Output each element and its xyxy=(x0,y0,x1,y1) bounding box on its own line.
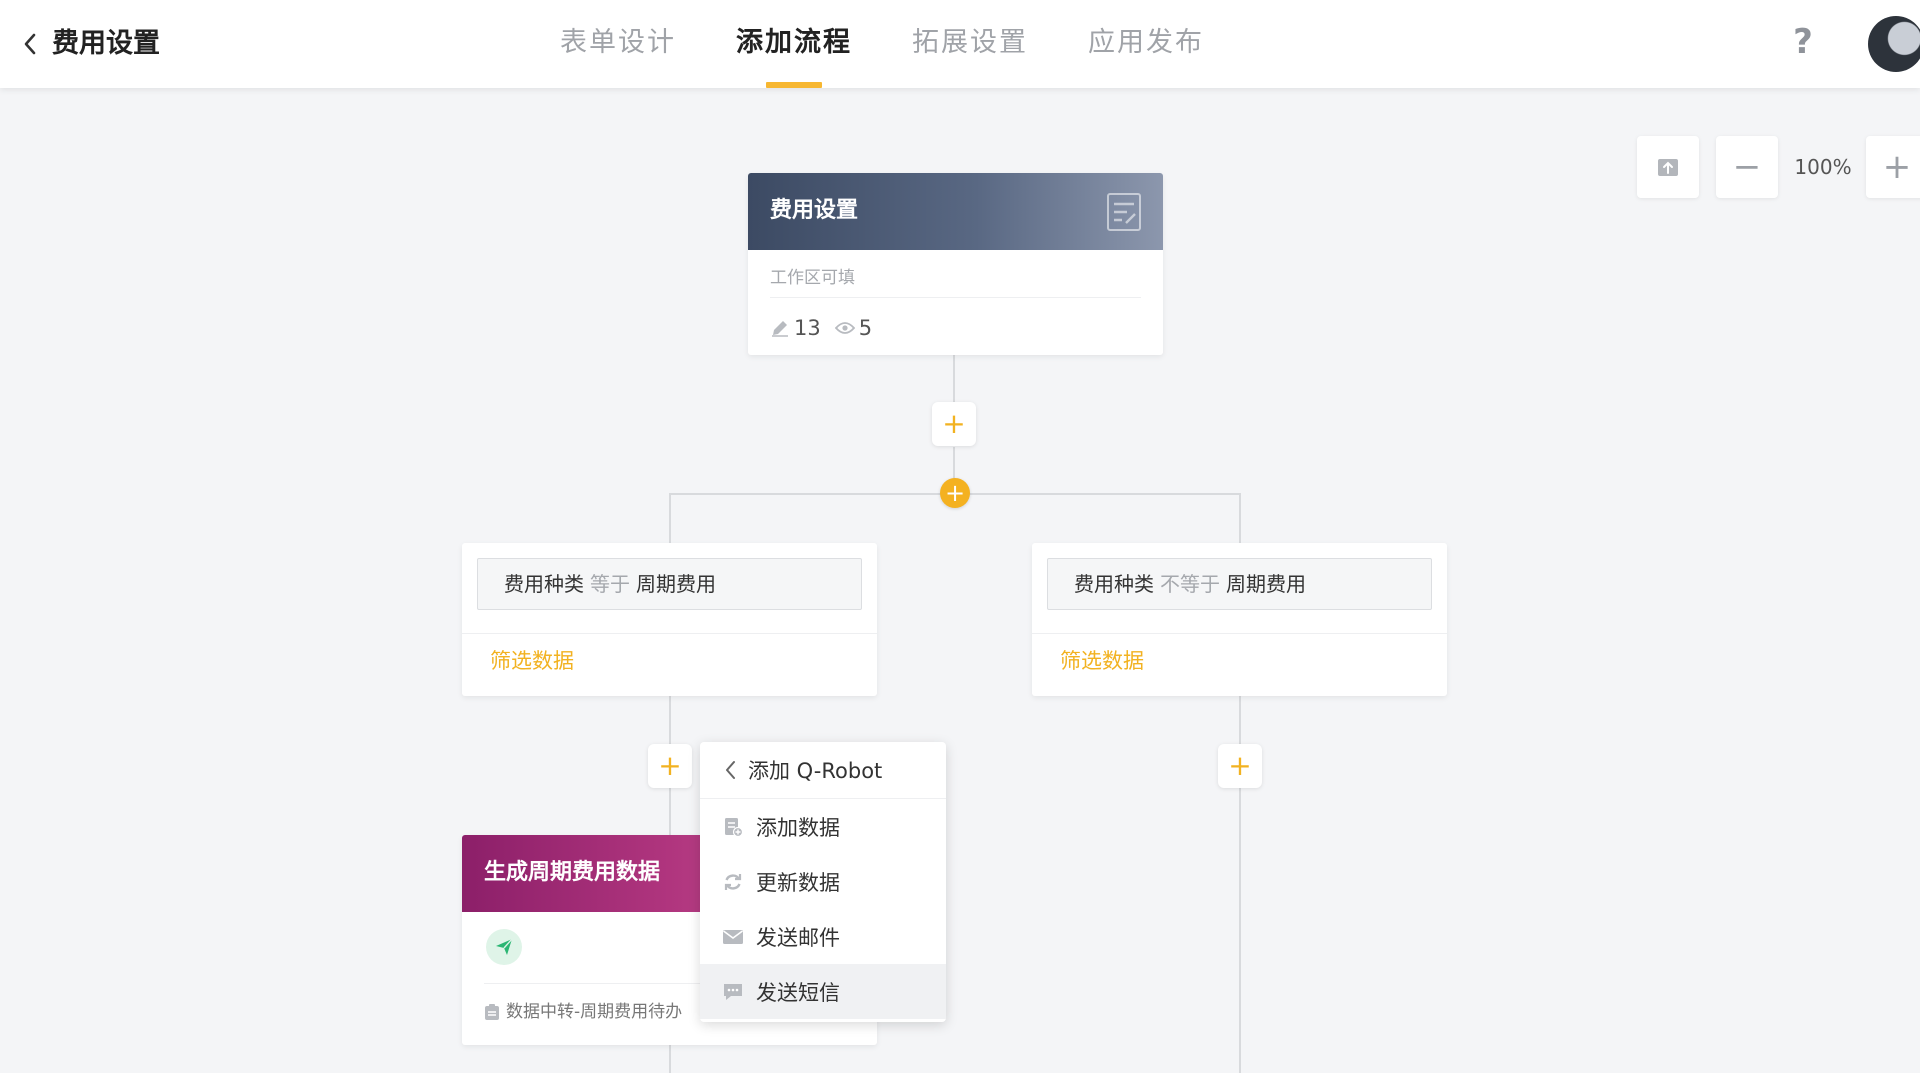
sms-icon xyxy=(722,981,744,1003)
condition-operator: 不等于 xyxy=(1160,572,1220,596)
connector-line xyxy=(669,696,671,744)
divider xyxy=(484,983,855,984)
add-data-icon xyxy=(722,816,744,838)
zoom-in-button[interactable]: + xyxy=(1866,136,1920,198)
menu-item-label: 发送邮件 xyxy=(756,925,840,950)
robot-source-text: 数据中转-周期费用待办 xyxy=(506,1002,683,1022)
connector-line xyxy=(1239,788,1241,1073)
divider xyxy=(1032,633,1447,634)
connector-line xyxy=(1239,493,1241,543)
connector-line xyxy=(669,788,671,835)
start-node-header: 费用设置 xyxy=(748,173,1163,250)
avatar[interactable] xyxy=(1868,16,1920,72)
step-tabs: 表单设计 添加流程 拓展设置 应用发布 xyxy=(560,0,1264,88)
edit-icon xyxy=(770,318,790,338)
connector-line xyxy=(953,447,955,480)
tab-extension-settings[interactable]: 拓展设置 xyxy=(912,27,1028,58)
condition-expression: 费用种类不等于周期费用 xyxy=(1047,558,1432,610)
view-count: 5 xyxy=(858,316,873,340)
refresh-icon xyxy=(722,871,744,893)
top-header: 费用设置 表单设计 添加流程 拓展设置 应用发布 ? xyxy=(0,0,1920,88)
clipboard-icon xyxy=(485,1004,499,1020)
chevron-left-icon xyxy=(724,760,736,780)
start-node-title: 费用设置 xyxy=(770,198,859,223)
condition-card-right[interactable]: 费用种类不等于周期费用 筛选数据 xyxy=(1032,543,1447,696)
filter-data-link[interactable]: 筛选数据 xyxy=(1060,649,1144,673)
condition-value: 周期费用 xyxy=(1226,572,1306,596)
export-button[interactable] xyxy=(1637,136,1699,198)
condition-card-left[interactable]: 费用种类等于周期费用 筛选数据 xyxy=(462,543,877,696)
menu-item-label: 发送短信 xyxy=(756,980,840,1005)
zoom-level: 100% xyxy=(1794,155,1852,179)
start-node-subtitle: 工作区可填 xyxy=(770,265,1141,298)
menu-item-send-sms[interactable]: 发送短信 xyxy=(700,964,946,1019)
add-node-button-right[interactable]: + xyxy=(1218,744,1262,788)
menu-item-add-data[interactable]: 添加数据 xyxy=(700,799,946,854)
connector-line xyxy=(669,493,671,543)
eye-icon xyxy=(834,321,855,335)
add-robot-menu: 添加 Q-Robot 添加数据 更新数据 发送邮件 发送短信 xyxy=(700,742,946,1022)
start-node-stats: 13 5 xyxy=(770,313,886,343)
send-icon xyxy=(486,929,522,965)
tab-form-design[interactable]: 表单设计 xyxy=(560,27,676,58)
menu-item-label: 添加数据 xyxy=(756,815,840,840)
start-node-card[interactable]: 费用设置 工作区可填 13 5 xyxy=(748,173,1163,355)
tab-app-publish[interactable]: 应用发布 xyxy=(1088,27,1204,58)
tab-add-workflow[interactable]: 添加流程 xyxy=(736,0,852,88)
edit-count: 13 xyxy=(794,316,821,340)
condition-value: 周期费用 xyxy=(636,572,716,596)
form-icon xyxy=(1107,193,1141,231)
help-icon[interactable]: ? xyxy=(1793,22,1813,62)
menu-item-label: 更新数据 xyxy=(756,870,840,895)
robot-node-source: 数据中转-周期费用待办 xyxy=(484,998,682,1026)
add-branch-button[interactable]: + xyxy=(940,478,970,508)
back-icon[interactable] xyxy=(14,28,46,60)
connector-line xyxy=(1239,696,1241,744)
zoom-out-button[interactable]: − xyxy=(1716,136,1778,198)
app-title: 费用设置 xyxy=(52,28,160,59)
robot-node-title: 生成周期费用数据 xyxy=(484,860,661,885)
mail-icon xyxy=(722,926,744,948)
add-node-button[interactable]: + xyxy=(932,402,976,446)
menu-header-label: 添加 Q-Robot xyxy=(748,759,883,783)
menu-item-send-email[interactable]: 发送邮件 xyxy=(700,909,946,964)
condition-operator: 等于 xyxy=(590,572,630,596)
connector-line xyxy=(669,1045,671,1073)
menu-item-update-data[interactable]: 更新数据 xyxy=(700,854,946,909)
condition-expression: 费用种类等于周期费用 xyxy=(477,558,862,610)
condition-field: 费用种类 xyxy=(504,572,584,596)
menu-back-header[interactable]: 添加 Q-Robot xyxy=(700,742,946,799)
add-node-button-left[interactable]: + xyxy=(648,744,692,788)
divider xyxy=(462,633,877,634)
filter-data-link[interactable]: 筛选数据 xyxy=(490,649,574,673)
export-icon xyxy=(1658,159,1678,176)
connector-line xyxy=(953,355,955,403)
condition-field: 费用种类 xyxy=(1074,572,1154,596)
